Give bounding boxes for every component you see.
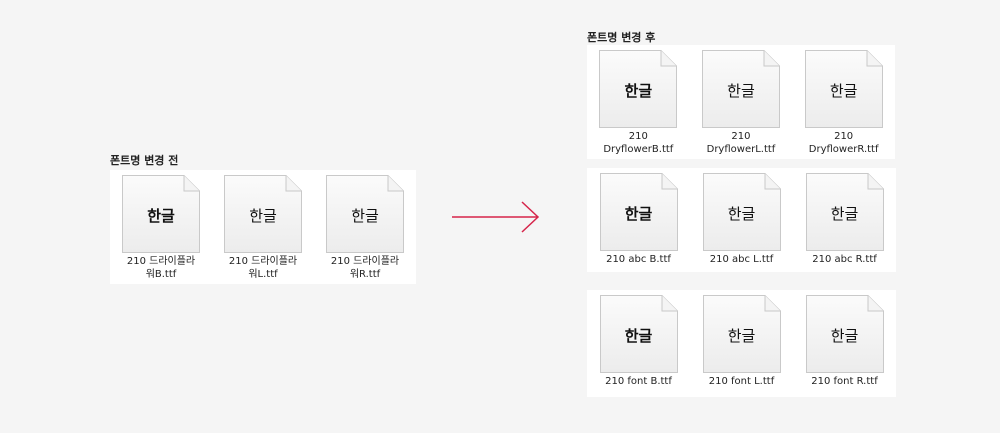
- file-name: 210 abc B.ttf: [606, 254, 671, 265]
- file-name: 210 abc L.ttf: [709, 254, 774, 265]
- font-file-icon: 한글: [804, 50, 883, 128]
- file-name: 210 font R.ttf: [811, 376, 878, 387]
- font-file-icon: 한글: [805, 295, 884, 373]
- font-file-icon: 한글: [599, 50, 678, 128]
- font-file-item[interactable]: 한글 210 abc B.ttf: [589, 173, 689, 266]
- font-file-icon: 한글: [702, 295, 781, 373]
- file-name: 210 font B.ttf: [605, 376, 672, 387]
- font-preview-text: 한글: [830, 327, 859, 345]
- font-file-icon: 한글: [599, 173, 678, 251]
- font-file-icon: 한글: [122, 175, 200, 253]
- font-preview-text: 한글: [624, 82, 653, 100]
- arrow-icon: [452, 201, 540, 233]
- font-file-item[interactable]: 한글 210 font L.ttf: [692, 295, 792, 388]
- file-name: 210 abc R.ttf: [812, 254, 877, 265]
- font-file-icon: 한글: [599, 295, 678, 373]
- font-file-icon: 한글: [326, 175, 404, 253]
- font-preview-text: 한글: [727, 82, 755, 100]
- font-file-item[interactable]: 한글 210 font R.ttf: [795, 295, 895, 388]
- font-preview-text: 한글: [727, 205, 756, 223]
- font-file-item[interactable]: 한글 210 font B.ttf: [589, 295, 689, 388]
- font-file-item[interactable]: 한글 210 abc R.ttf: [795, 173, 895, 266]
- font-preview-text: 한글: [351, 207, 379, 225]
- after-panel-abc: 한글 210 abc B.ttf 한글 210 abc L.ttf 한글 210…: [587, 168, 896, 272]
- font-file-item[interactable]: 한글 210 abc L.ttf: [692, 173, 792, 266]
- font-preview-text: 한글: [727, 327, 756, 345]
- font-file-icon: 한글: [701, 50, 780, 128]
- font-preview-text: 한글: [624, 327, 653, 345]
- font-file-icon: 한글: [805, 173, 884, 251]
- font-file-icon: 한글: [224, 175, 302, 253]
- font-file-icon: 한글: [702, 173, 781, 251]
- font-preview-text: 한글: [830, 205, 859, 223]
- font-preview-text: 한글: [147, 207, 175, 225]
- before-title: 폰트명 변경 전: [110, 154, 179, 167]
- font-preview-text: 한글: [829, 82, 858, 100]
- after-panel-font: 한글 210 font B.ttf 한글 210 font L.ttf 한글 2…: [587, 290, 896, 397]
- font-preview-text: 한글: [624, 205, 653, 223]
- font-preview-text: 한글: [249, 207, 277, 225]
- after-title: 폰트명 변경 후: [587, 31, 656, 44]
- file-name: 210 font L.ttf: [708, 376, 775, 387]
